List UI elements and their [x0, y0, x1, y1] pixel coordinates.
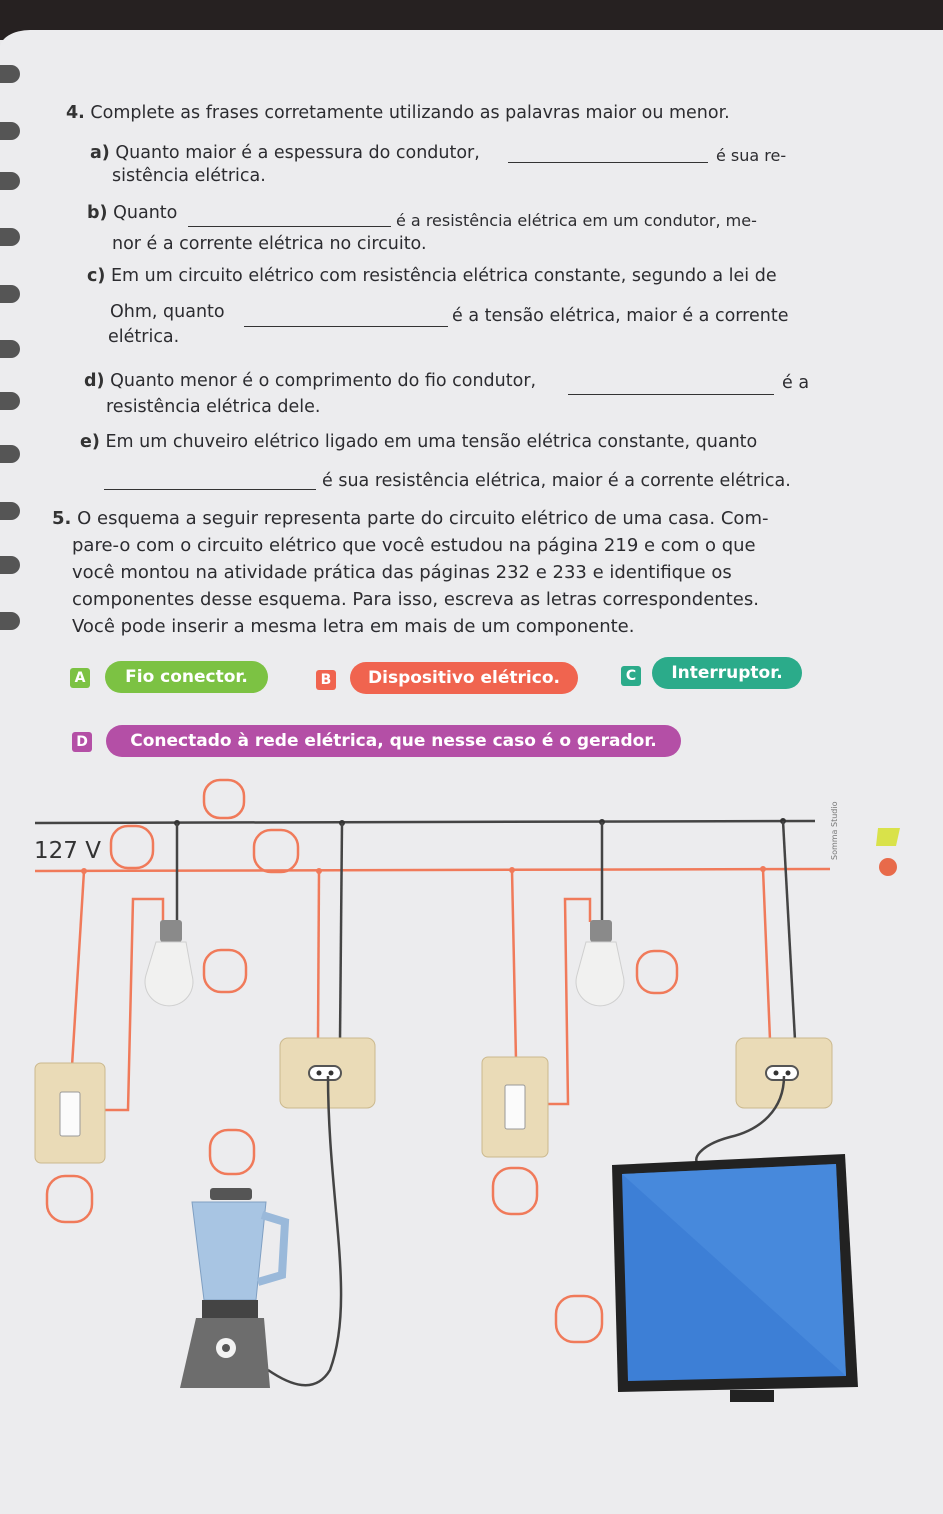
- item-c-line1: c) Em um circuito elétrico com resistênc…: [87, 265, 777, 287]
- answer-circle[interactable]: [202, 778, 246, 820]
- blender-icon: [180, 1188, 290, 1388]
- question-statement: Complete as frases corretamente utilizan…: [90, 103, 730, 123]
- television-icon: [612, 1154, 858, 1402]
- question-number: 4.: [66, 103, 85, 123]
- item-label: d): [84, 371, 105, 391]
- option-pill-gerador: Conectado à rede elétrica, que nesse cas…: [106, 725, 681, 757]
- option-letter-d: D: [72, 732, 92, 752]
- answer-circle[interactable]: [252, 828, 300, 874]
- question-line: você montou na atividade prática das pág…: [72, 562, 732, 583]
- item-b-line1: b) Quanto: [87, 202, 177, 224]
- option-pill-dispositivo-eletrico: Dispositivo elétrico.: [350, 662, 578, 694]
- item-text: Em um circuito elétrico com resistência …: [110, 266, 777, 286]
- image-credit: Somma Studio: [830, 801, 839, 860]
- item-c-text-end: é a tensão elétrica, maior é a corrente: [452, 306, 789, 326]
- item-a-line2: sistência elétrica.: [112, 166, 266, 186]
- power-outlet-icon: [735, 1037, 833, 1109]
- wall-switch-icon: [481, 1056, 549, 1158]
- answer-blank-b[interactable]: [188, 226, 391, 227]
- option-letter-c: C: [621, 666, 641, 686]
- answer-blank-d[interactable]: [568, 394, 774, 395]
- answer-circle[interactable]: [554, 1294, 604, 1344]
- option-pill-interruptor: Interruptor.: [652, 657, 802, 689]
- item-d-line1: d) Quanto menor é o comprimento do fio c…: [84, 370, 536, 392]
- item-label: a): [90, 143, 110, 163]
- item-text: Quanto: [113, 203, 178, 223]
- wall-switch-icon: [34, 1062, 106, 1164]
- item-c-line3: elétrica.: [108, 327, 180, 347]
- item-b-text-end: é a resistência elétrica em um condutor,…: [396, 211, 757, 230]
- answer-circle[interactable]: [109, 824, 155, 870]
- option-pill-fio-conector: Fio conector.: [105, 661, 268, 693]
- item-text: Quanto menor é o comprimento do fio cond…: [110, 371, 537, 391]
- answer-circle[interactable]: [202, 948, 248, 994]
- item-a-text-end: é sua re-: [716, 146, 787, 165]
- question-line: O esquema a seguir representa parte do c…: [77, 508, 769, 529]
- question-line: Você pode inserir a mesma letra em mais …: [72, 616, 635, 637]
- sticker-icon: [876, 828, 900, 846]
- item-c-line2: Ohm, quanto: [110, 302, 225, 322]
- item-d-line2: resistência elétrica dele.: [106, 397, 321, 417]
- item-label: b): [87, 203, 108, 223]
- question-number: 5.: [52, 508, 72, 529]
- phase-wire: [34, 867, 831, 873]
- question-5: 5. O esquema a seguir representa parte d…: [52, 505, 822, 640]
- answer-circle[interactable]: [491, 1166, 539, 1216]
- item-a-line1: a) Quanto maior é a espessura do conduto…: [90, 142, 480, 164]
- option-letter-a: A: [70, 668, 90, 688]
- sticker-icon: [879, 858, 897, 876]
- light-bulb-icon: [575, 920, 625, 1007]
- item-e-text-end: é sua resistência elétrica, maior é a co…: [322, 471, 791, 491]
- item-d-text-end: é a: [782, 373, 810, 393]
- question-line: pare-o com o circuito elétrico que você …: [72, 535, 756, 556]
- item-label: e): [80, 432, 100, 452]
- answer-circle[interactable]: [208, 1128, 256, 1176]
- answer-circle[interactable]: [635, 949, 679, 995]
- option-letter-b: B: [316, 670, 336, 690]
- answer-circle[interactable]: [45, 1174, 94, 1224]
- question-line: componentes desse esquema. Para isso, es…: [72, 589, 759, 610]
- neutral-wire: [34, 819, 816, 825]
- answer-blank-c[interactable]: [244, 326, 448, 327]
- light-bulb-icon: [144, 920, 194, 1007]
- item-text: Quanto maior é a espessura do condutor,: [115, 143, 480, 163]
- question-4-heading: 4. Complete as frases corretamente utili…: [66, 102, 730, 124]
- item-text: Em um chuveiro elétrico ligado em uma te…: [105, 432, 758, 452]
- item-b-line2: nor é a corrente elétrica no circuito.: [112, 234, 427, 254]
- item-e-line1: e) Em um chuveiro elétrico ligado em uma…: [80, 431, 757, 453]
- answer-blank-a[interactable]: [508, 162, 708, 163]
- voltage-label: 127 V: [34, 838, 101, 864]
- item-label: c): [87, 266, 106, 286]
- answer-blank-e[interactable]: [104, 489, 316, 490]
